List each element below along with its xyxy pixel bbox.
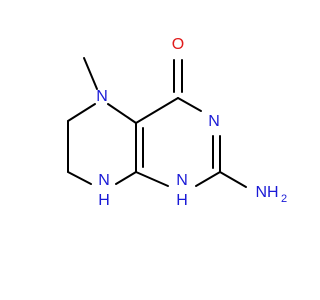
atom-label-h1: H bbox=[176, 192, 188, 209]
bond-n5-c6 bbox=[67, 103, 96, 122]
bond-n8-c8a bbox=[115, 171, 137, 185]
bond-c4a-c4 bbox=[135, 97, 179, 124]
bond-n1-c8a bbox=[135, 171, 169, 187]
atom-label-h8: H bbox=[98, 192, 110, 209]
atom-label-n1: N bbox=[176, 172, 188, 189]
bond-methyl-n5 bbox=[83, 57, 98, 90]
bond-c2-nh2 bbox=[219, 171, 247, 188]
atom-label-o4: O bbox=[172, 36, 184, 53]
bond-c4-n3 bbox=[177, 97, 202, 112]
atom-label-n3: N bbox=[208, 113, 220, 130]
bond-c7-n8 bbox=[67, 171, 92, 185]
molecule-diagram: N O N N H N H NH 2 bbox=[67, 36, 287, 209]
bond-c2-n1 bbox=[195, 171, 221, 187]
atom-label-n5: N bbox=[96, 88, 108, 105]
atom-label-nh2: NH bbox=[255, 184, 278, 201]
bond-n5-c4a bbox=[107, 103, 137, 124]
atom-label-nh2-subscript: 2 bbox=[281, 193, 287, 205]
atom-label-n8: N bbox=[98, 172, 110, 189]
chemical-structure-canvas: N O N N H N H NH 2 bbox=[67, 36, 288, 210]
